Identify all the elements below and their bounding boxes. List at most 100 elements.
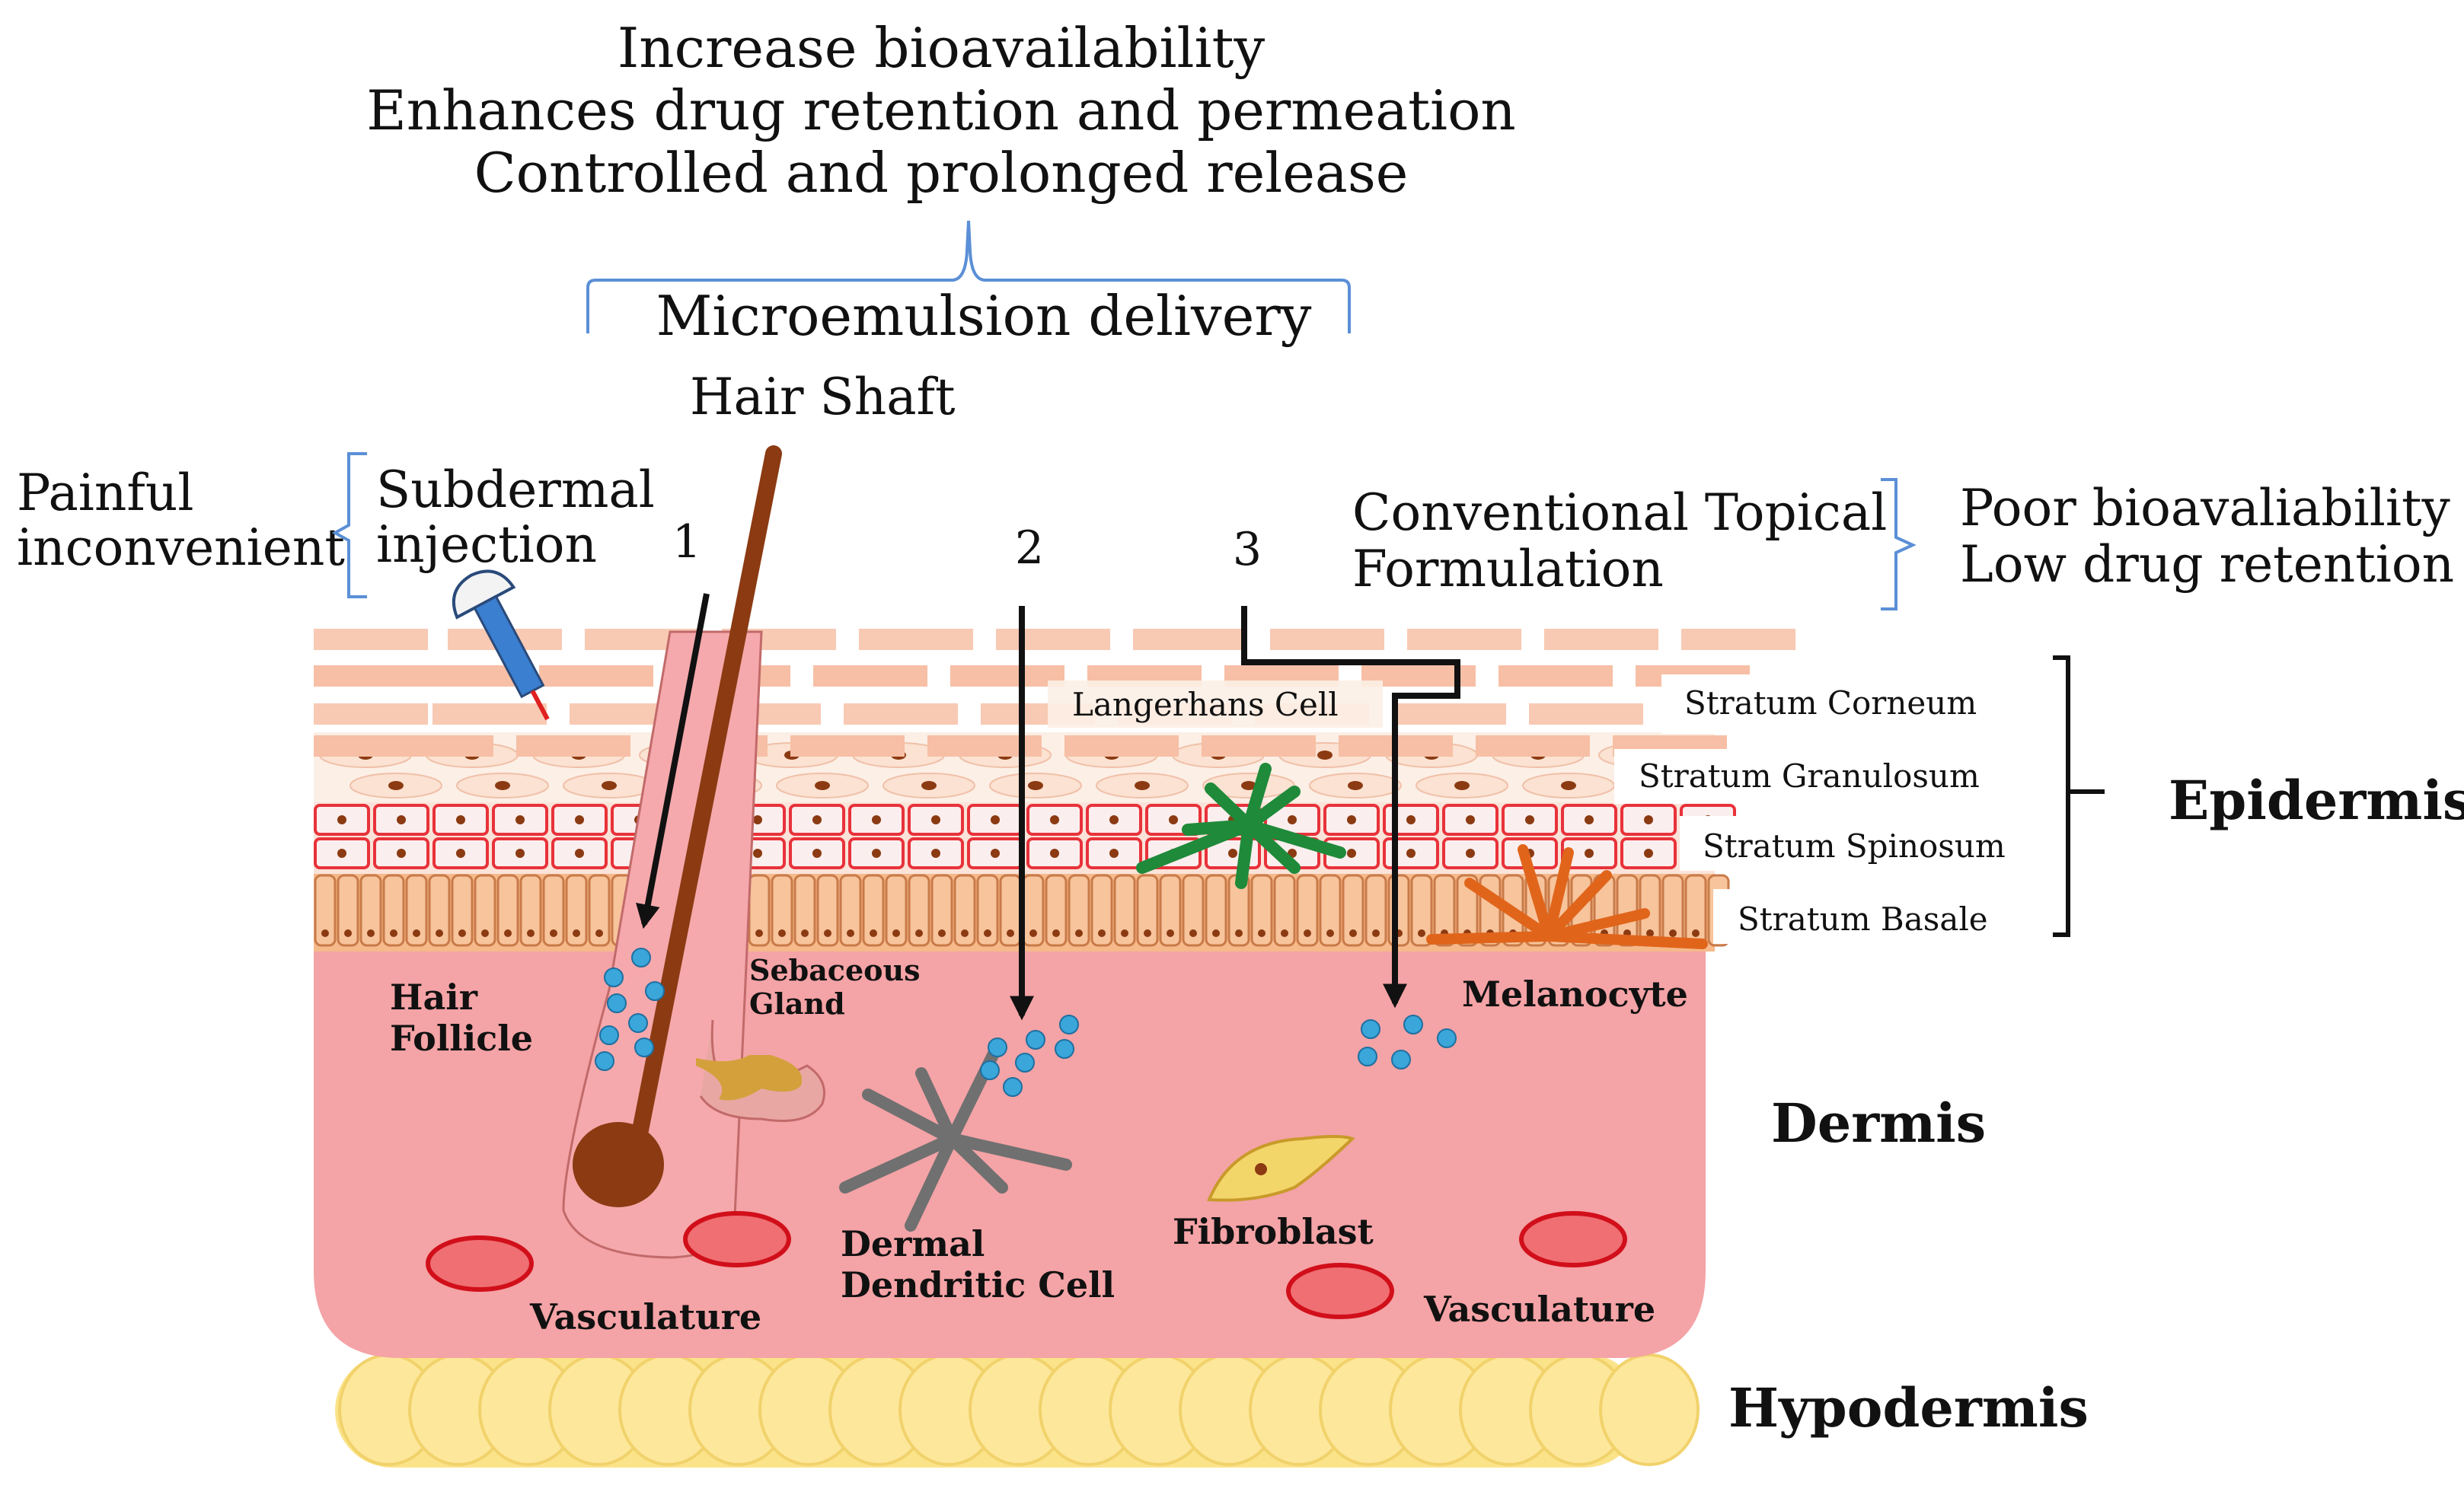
fibroblast-cell — [1207, 1135, 1355, 1202]
drug-particle — [599, 1025, 619, 1045]
hair-bulb — [573, 1122, 664, 1207]
spinosum-nucleus — [397, 849, 406, 858]
spinosum-nucleus — [1169, 815, 1178, 824]
benefit-line-2: Enhances drug retention and permeation — [366, 78, 1516, 142]
drug-particle — [1015, 1053, 1035, 1073]
vessel-3 — [1286, 1263, 1394, 1319]
spinosum-nucleus — [753, 849, 762, 858]
benefit-line-1: Increase bioavailability — [618, 16, 1266, 80]
drug-particle — [1026, 1030, 1045, 1050]
basale-cell — [496, 874, 519, 947]
basale-cell — [1205, 874, 1227, 947]
basale-nucleus — [915, 929, 923, 937]
basale-cell — [1068, 874, 1090, 947]
spinosum-nucleus — [1466, 849, 1475, 858]
melanocyte-cell — [1426, 844, 1708, 949]
dermal-dendritic-label-2: Dendritic Cell — [841, 1264, 1115, 1305]
basale-cell — [930, 874, 953, 947]
basale-nucleus — [550, 929, 557, 937]
drug-particle — [634, 1038, 654, 1057]
granulosum-nucleus — [1348, 781, 1363, 790]
basale-nucleus — [573, 929, 580, 937]
granulosum-nucleus — [495, 781, 510, 790]
basale-cell — [405, 874, 428, 947]
basale-cell — [1250, 874, 1273, 947]
basale-nucleus — [847, 929, 854, 937]
hair-follicle-label-2: Follicle — [390, 1018, 533, 1059]
basale-cell — [588, 874, 611, 947]
spinosum-nucleus — [1347, 815, 1356, 824]
basale-nucleus — [1235, 929, 1243, 937]
drug-particle — [1358, 1047, 1377, 1066]
fibroblast-label: Fibroblast — [1173, 1211, 1374, 1252]
spinosum-nucleus — [397, 815, 406, 824]
basale-cell — [1045, 874, 1068, 947]
basale-nucleus — [1075, 929, 1083, 937]
corneum-brick — [314, 703, 428, 725]
basale-cell — [816, 874, 839, 947]
langerhans-label: Langerhans Cell — [1072, 686, 1339, 723]
spinosum-nucleus — [1525, 815, 1534, 824]
basale-nucleus — [390, 929, 397, 937]
basale-cell — [908, 874, 930, 947]
corneum-brick — [950, 665, 1064, 687]
corneum-brick — [844, 703, 958, 725]
basale-cell — [1090, 874, 1113, 947]
spinosum-nucleus — [931, 815, 940, 824]
langerhans-cell — [1136, 763, 1346, 889]
basale-cell — [519, 874, 542, 947]
basale-nucleus — [1029, 929, 1037, 937]
spinosum-label-bg — [1680, 816, 2030, 871]
basale-cell — [1410, 874, 1433, 947]
basale-nucleus — [1669, 929, 1677, 937]
granulosum-nucleus — [388, 781, 404, 790]
corneum-brick — [996, 629, 1110, 650]
hypodermis-label: Hypodermis — [1728, 1376, 2089, 1439]
drug-particles — [595, 948, 1457, 1097]
spinosum-nucleus — [337, 849, 346, 858]
dermal-dendritic-label-1: Dermal — [841, 1223, 985, 1264]
basale-nucleus — [1281, 929, 1288, 937]
basale-cell — [337, 874, 359, 947]
spinosum-nucleus — [575, 815, 584, 824]
corneum-brick — [813, 665, 927, 687]
basale-nucleus — [321, 929, 329, 937]
basale-nucleus — [1258, 929, 1266, 937]
microemulsion-brace — [586, 220, 1351, 333]
basale-cell — [1113, 874, 1136, 947]
spinosum-nucleus — [515, 849, 525, 858]
basale-nucleus — [595, 929, 603, 937]
spinosum-nucleus — [1406, 815, 1416, 824]
conventional-label-2: Formulation — [1352, 540, 1664, 598]
route-number-1: 1 — [672, 515, 701, 569]
drug-particle — [628, 1013, 648, 1033]
spinosum-nucleus — [1050, 849, 1059, 858]
corneum-brick — [1681, 629, 1795, 650]
basale-nucleus — [481, 929, 489, 937]
granulosum-nucleus — [1561, 781, 1576, 790]
basale-nucleus — [1167, 929, 1174, 937]
basale-nucleus — [892, 929, 900, 937]
epidermis-label: Epidermis — [2169, 769, 2464, 832]
spinosum-nucleus — [515, 815, 525, 824]
painful-label-2: inconvenient — [17, 518, 345, 577]
granulosum-nucleus — [1135, 781, 1150, 790]
vessel-2 — [683, 1211, 791, 1267]
corneum-brick — [1270, 629, 1384, 650]
corneum-brick — [1202, 735, 1316, 757]
route-number-3: 3 — [1233, 523, 1262, 576]
basale-cell — [793, 874, 816, 947]
basale-cell — [771, 874, 793, 947]
basale-nucleus — [367, 929, 375, 937]
fat-cell — [1599, 1353, 1700, 1466]
drug-particle — [1003, 1077, 1023, 1097]
basale-cell — [839, 874, 862, 947]
dermis-label: Dermis — [1771, 1092, 1986, 1155]
hair-follicle-label-1: Hair — [390, 977, 478, 1018]
conventional-bracket — [1881, 478, 1917, 610]
hair-shaft-label: Hair Shaft — [690, 368, 956, 426]
spinosum-nucleus — [1347, 849, 1356, 858]
basale-cell — [428, 874, 451, 947]
syringe-icon — [452, 569, 550, 721]
stratum-granulosum-label: Stratum Granulosum — [1639, 757, 1980, 795]
